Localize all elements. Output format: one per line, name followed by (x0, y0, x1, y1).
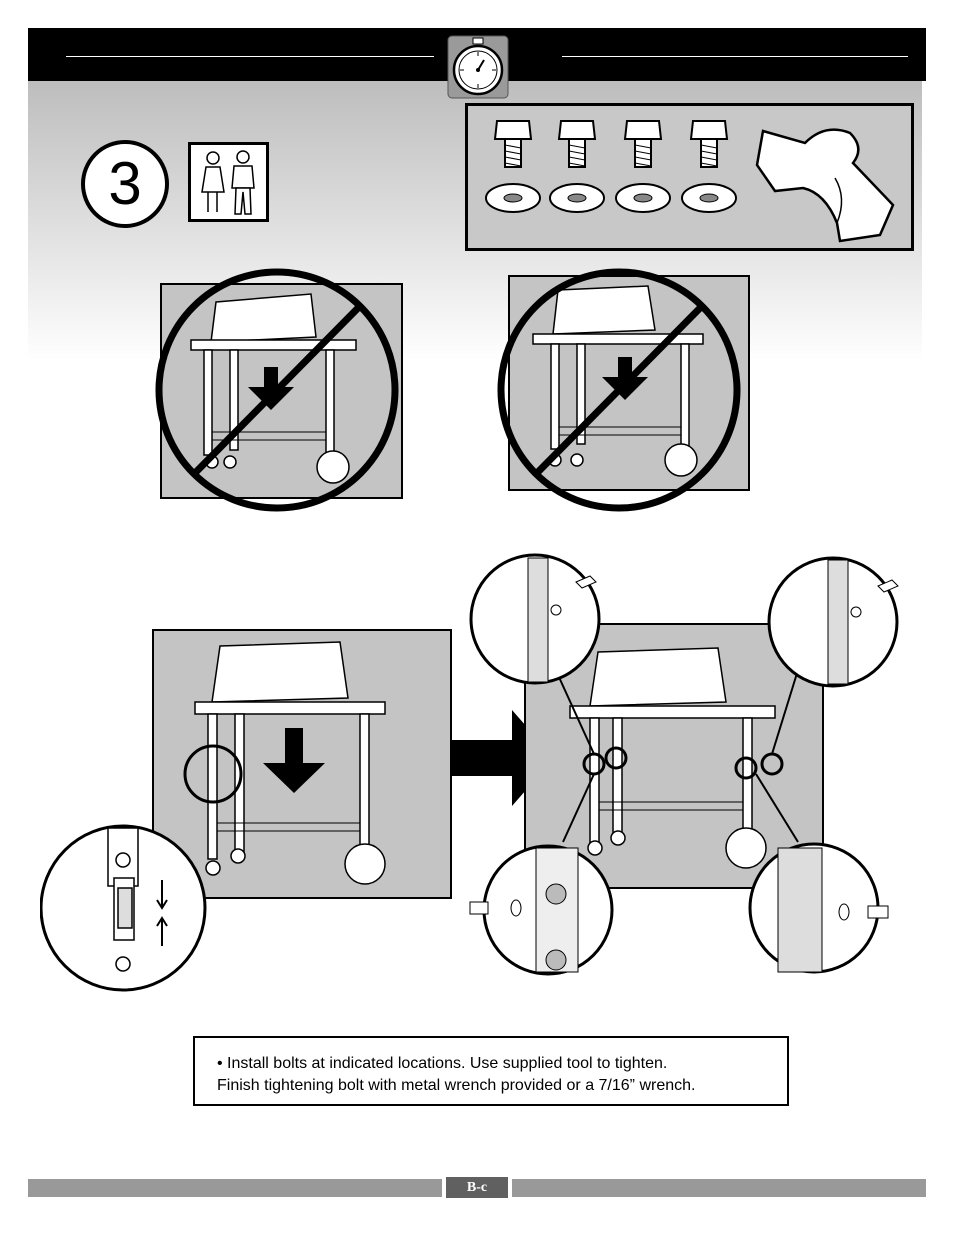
parts-box (465, 103, 914, 251)
stopwatch-icon (447, 35, 509, 99)
instruction-box: • Install bolts at indicated locations. … (193, 1036, 789, 1106)
step-number: 3 (108, 150, 142, 217)
instruction-line-1: • Install bolts at indicated locations. … (217, 1055, 668, 1072)
footer-bar-left (28, 1179, 442, 1197)
bolt-icon-group (485, 120, 737, 213)
result-panel (469, 553, 899, 976)
instruction-line-2: Finish tightening bolt with metal wrench… (217, 1077, 696, 1094)
detail-circle-top-right (767, 556, 899, 688)
page-number: B-c (446, 1177, 508, 1198)
header-rule-right (562, 56, 908, 57)
detail-circle-top-left (469, 553, 601, 685)
footer-bar-right (512, 1179, 926, 1197)
two-people-icon (188, 142, 269, 222)
step-number-circle (81, 140, 169, 228)
detail-circle-bottom-left (469, 844, 614, 976)
incorrect-method-panel-1 (155, 268, 403, 512)
wrench-tool-icon (755, 128, 895, 243)
incorrect-method-panel-2 (497, 268, 750, 512)
detail-circle-bottom-right (748, 842, 889, 974)
instruction-text: • Install bolts at indicated locations. … (217, 1053, 695, 1097)
header-rule-left (66, 56, 434, 57)
correct-method-panel (40, 629, 452, 992)
